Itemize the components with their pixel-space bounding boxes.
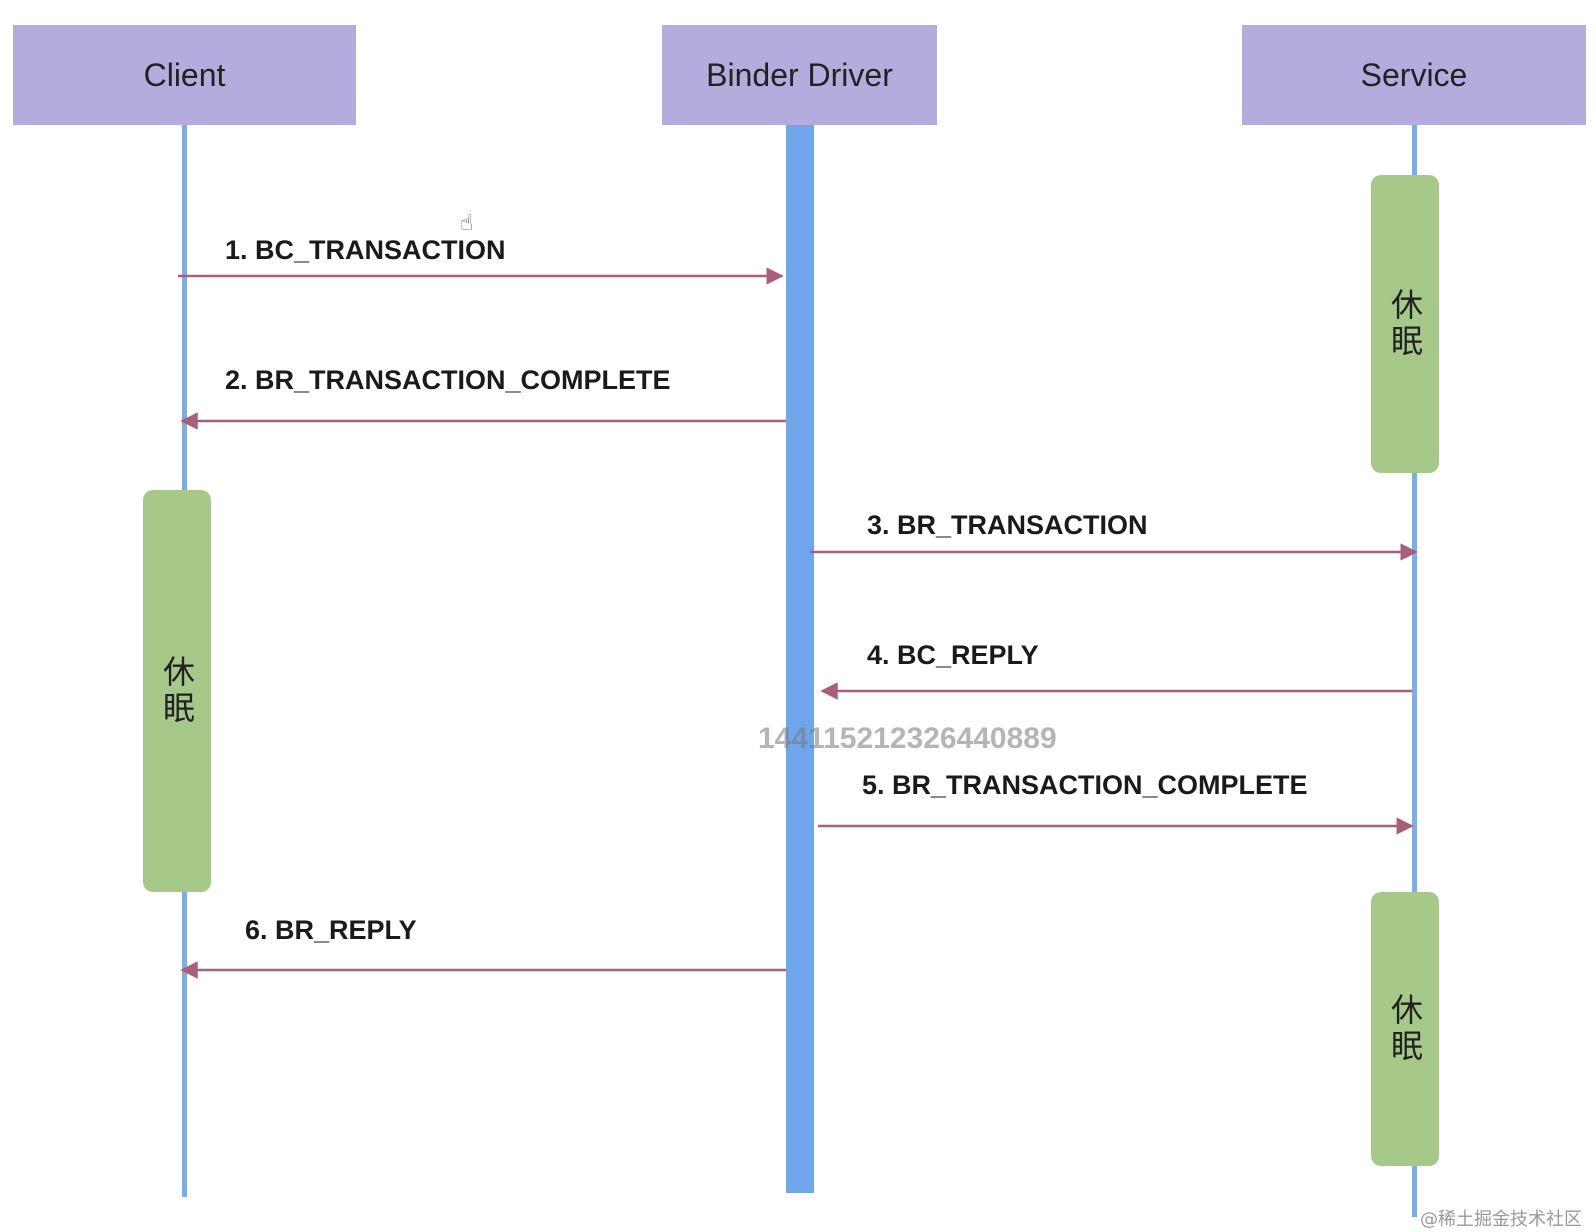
sleep-box-service-2: 休眠 [1371, 892, 1439, 1166]
message-label-2: 2. BR_TRANSACTION_COMPLETE [225, 365, 671, 395]
hand-cursor-icon: ☝ [460, 210, 474, 235]
participant-client: Client [13, 25, 356, 125]
participant-service: Service [1242, 25, 1586, 125]
participant-binder-label: Binder Driver [706, 56, 893, 93]
message-label-5: 5. BR_TRANSACTION_COMPLETE [862, 770, 1308, 800]
watermark-id: 1441152123264408​89 [758, 722, 1057, 755]
lifeline-service [1412, 125, 1417, 1217]
message-label-6: 6. BR_REPLY [245, 915, 417, 945]
participant-binder-driver: Binder Driver [662, 25, 937, 125]
message-label-1: 1. BC_TRANSACTION [225, 235, 506, 265]
participant-client-label: Client [143, 56, 226, 93]
message-label-4: 4. BC_REPLY [867, 640, 1039, 670]
sleep-box-service-1: 休眠 [1371, 175, 1439, 473]
lifeline-binder-driver [786, 125, 814, 1193]
sleep-label: 休眠 [158, 655, 196, 727]
message-label-3: 3. BR_TRANSACTION [867, 510, 1148, 540]
participant-service-label: Service [1360, 56, 1468, 93]
sleep-label: 休眠 [1386, 288, 1424, 360]
watermark-site: @稀土掘金技术社区 [1420, 1209, 1582, 1230]
sleep-box-client: 休眠 [143, 490, 211, 892]
sleep-label: 休眠 [1386, 993, 1424, 1065]
